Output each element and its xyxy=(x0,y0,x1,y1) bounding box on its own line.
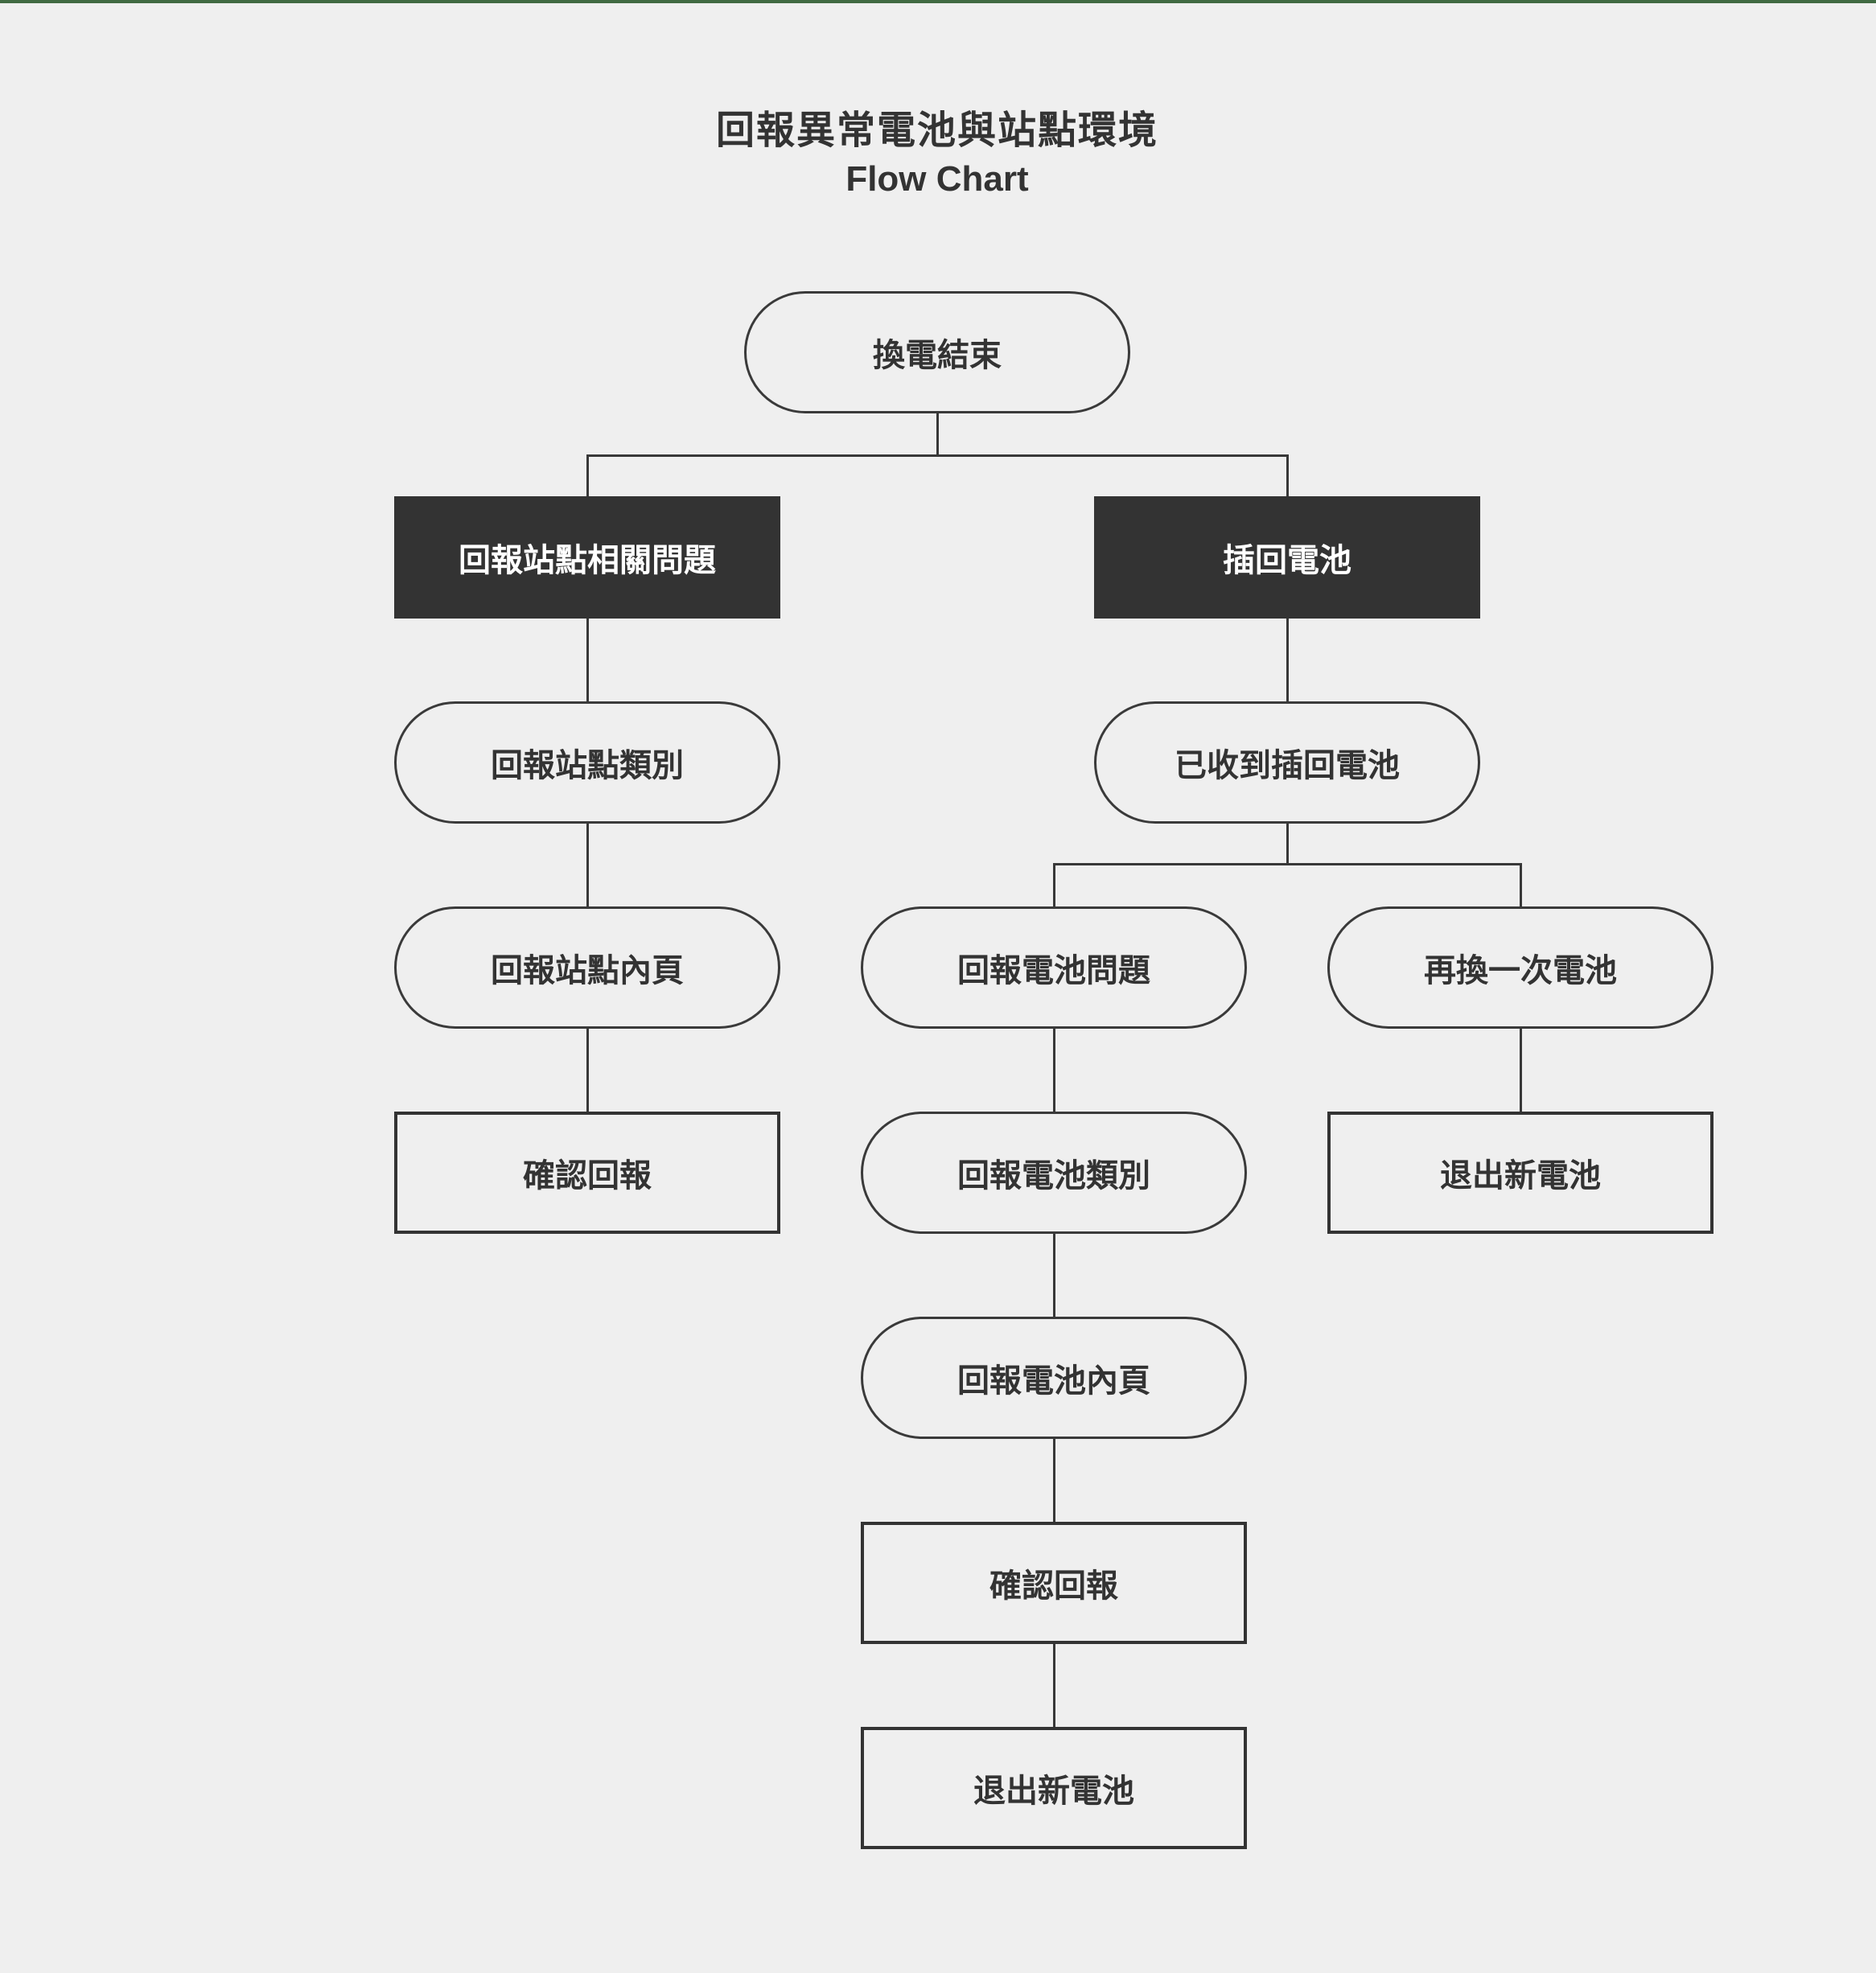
connector-swap-again-drop xyxy=(1519,863,1522,908)
node-report-battery-issue: 回報電池問題 xyxy=(861,906,1247,1029)
node-confirm-report-battery: 確認回報 xyxy=(861,1522,1247,1644)
connector-left-branch-drop xyxy=(586,454,589,499)
diagram-title: 回報異常電池與站點環境 xyxy=(715,109,1158,152)
node-battery-received: 已收到插回電池 xyxy=(1094,701,1480,824)
browser-top-strip xyxy=(0,0,1876,3)
node-confirm-report-station: 確認回報 xyxy=(394,1112,780,1234)
connector-battery-4 xyxy=(1052,1438,1055,1523)
node-report-station-category: 回報站點類別 xyxy=(394,701,780,824)
diagram-subtitle: Flow Chart xyxy=(845,159,1029,199)
connector-battery-1 xyxy=(1286,618,1289,703)
node-report-station-issue: 回報站點相關問題 xyxy=(394,496,780,619)
connector-battery-issue-drop xyxy=(1052,863,1055,908)
connector-battery-split-stem xyxy=(1286,823,1289,865)
connector-battery-5 xyxy=(1052,1643,1055,1728)
connector-battery-3 xyxy=(1052,1233,1055,1318)
node-swap-again: 再換一次電池 xyxy=(1327,906,1713,1029)
connector-start-stem xyxy=(936,412,939,457)
node-eject-new-battery-right: 退出新電池 xyxy=(1327,1112,1713,1234)
node-insert-battery: 插回電池 xyxy=(1094,496,1480,619)
connector-right-branch-drop xyxy=(1286,454,1289,499)
node-start: 換電結束 xyxy=(744,291,1130,413)
node-report-battery-category: 回報電池類別 xyxy=(861,1112,1247,1234)
connector-station-1 xyxy=(586,618,589,703)
node-report-battery-page: 回報電池內頁 xyxy=(861,1317,1247,1439)
node-eject-new-battery-bottom: 退出新電池 xyxy=(861,1727,1247,1849)
node-report-station-page: 回報站點內頁 xyxy=(394,906,780,1029)
connector-station-2 xyxy=(586,823,589,908)
connector-battery-split-horizontal xyxy=(1052,863,1522,865)
connector-swap-again-1 xyxy=(1519,1028,1522,1113)
connector-battery-2 xyxy=(1052,1028,1055,1113)
connector-station-3 xyxy=(586,1028,589,1113)
connector-top-branch-horizontal xyxy=(586,454,1289,457)
